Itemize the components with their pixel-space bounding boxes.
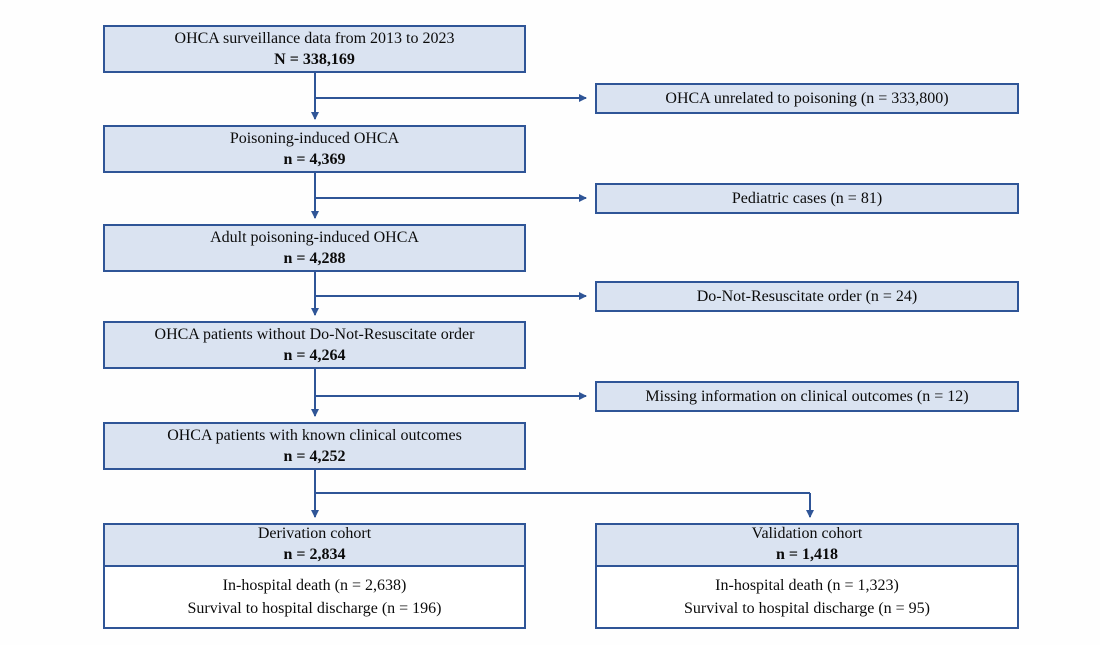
derivation-outcome-death: In-hospital death (n = 2,638): [222, 576, 407, 594]
derivation-cohort-count: n = 2,834: [283, 546, 346, 563]
validation-cohort-outcomes: In-hospital death (n = 1,323) Survival t…: [595, 565, 1019, 629]
validation-cohort-count: n = 1,418: [775, 546, 838, 563]
derivation-outcome-survival: Survival to hospital discharge (n = 196): [187, 600, 442, 617]
box-without-dnr-count: n = 4,264: [283, 347, 346, 364]
validation-cohort-title: Validation cohort: [751, 525, 863, 543]
derivation-cohort-header: Derivation cohort n = 2,834: [103, 523, 526, 567]
box-adult-poisoning-ohca-count: n = 4,288: [283, 250, 346, 267]
box-excluded-dnr: Do-Not-Resuscitate order (n = 24): [595, 281, 1019, 312]
validation-cohort-header: Validation cohort n = 1,418: [595, 523, 1019, 567]
box-surveillance-data-label: OHCA surveillance data from 2013 to 2023: [174, 29, 455, 47]
box-adult-poisoning-ohca: Adult poisoning-induced OHCA n = 4,288: [103, 224, 526, 272]
box-known-outcomes: OHCA patients with known clinical outcom…: [103, 422, 526, 470]
validation-outcome-death: In-hospital death (n = 1,323): [715, 576, 899, 594]
box-excluded-pediatric: Pediatric cases (n = 81): [595, 183, 1019, 214]
box-excluded-missing-info-label: Missing information on clinical outcomes…: [645, 387, 969, 405]
box-excluded-missing-info: Missing information on clinical outcomes…: [595, 381, 1019, 412]
box-without-dnr-label: OHCA patients without Do-Not-Resuscitate…: [154, 325, 475, 343]
box-excluded-unrelated-label: OHCA unrelated to poisoning (n = 333,800…: [665, 89, 949, 107]
validation-cohort-box: Validation cohort n = 1,418 In-hospital …: [595, 523, 1019, 629]
box-adult-poisoning-ohca-label: Adult poisoning-induced OHCA: [210, 228, 419, 246]
box-known-outcomes-count: n = 4,252: [283, 448, 346, 465]
derivation-cohort-title: Derivation cohort: [257, 525, 372, 543]
box-excluded-unrelated: OHCA unrelated to poisoning (n = 333,800…: [595, 83, 1019, 114]
derivation-cohort-box: Derivation cohort n = 2,834 In-hospital …: [103, 523, 526, 629]
box-poisoning-ohca: Poisoning-induced OHCA n = 4,369: [103, 125, 526, 173]
box-surveillance-data: OHCA surveillance data from 2013 to 2023…: [103, 25, 526, 73]
derivation-cohort-outcomes: In-hospital death (n = 2,638) Survival t…: [103, 565, 526, 629]
box-known-outcomes-label: OHCA patients with known clinical outcom…: [167, 426, 462, 444]
box-excluded-pediatric-label: Pediatric cases (n = 81): [731, 189, 883, 207]
box-poisoning-ohca-label: Poisoning-induced OHCA: [229, 129, 400, 147]
box-poisoning-ohca-count: n = 4,369: [283, 151, 346, 168]
box-excluded-dnr-label: Do-Not-Resuscitate order (n = 24): [696, 287, 918, 305]
validation-outcome-survival: Survival to hospital discharge (n = 95): [683, 600, 931, 617]
box-without-dnr: OHCA patients without Do-Not-Resuscitate…: [103, 321, 526, 369]
box-surveillance-data-count: N = 338,169: [274, 51, 355, 68]
